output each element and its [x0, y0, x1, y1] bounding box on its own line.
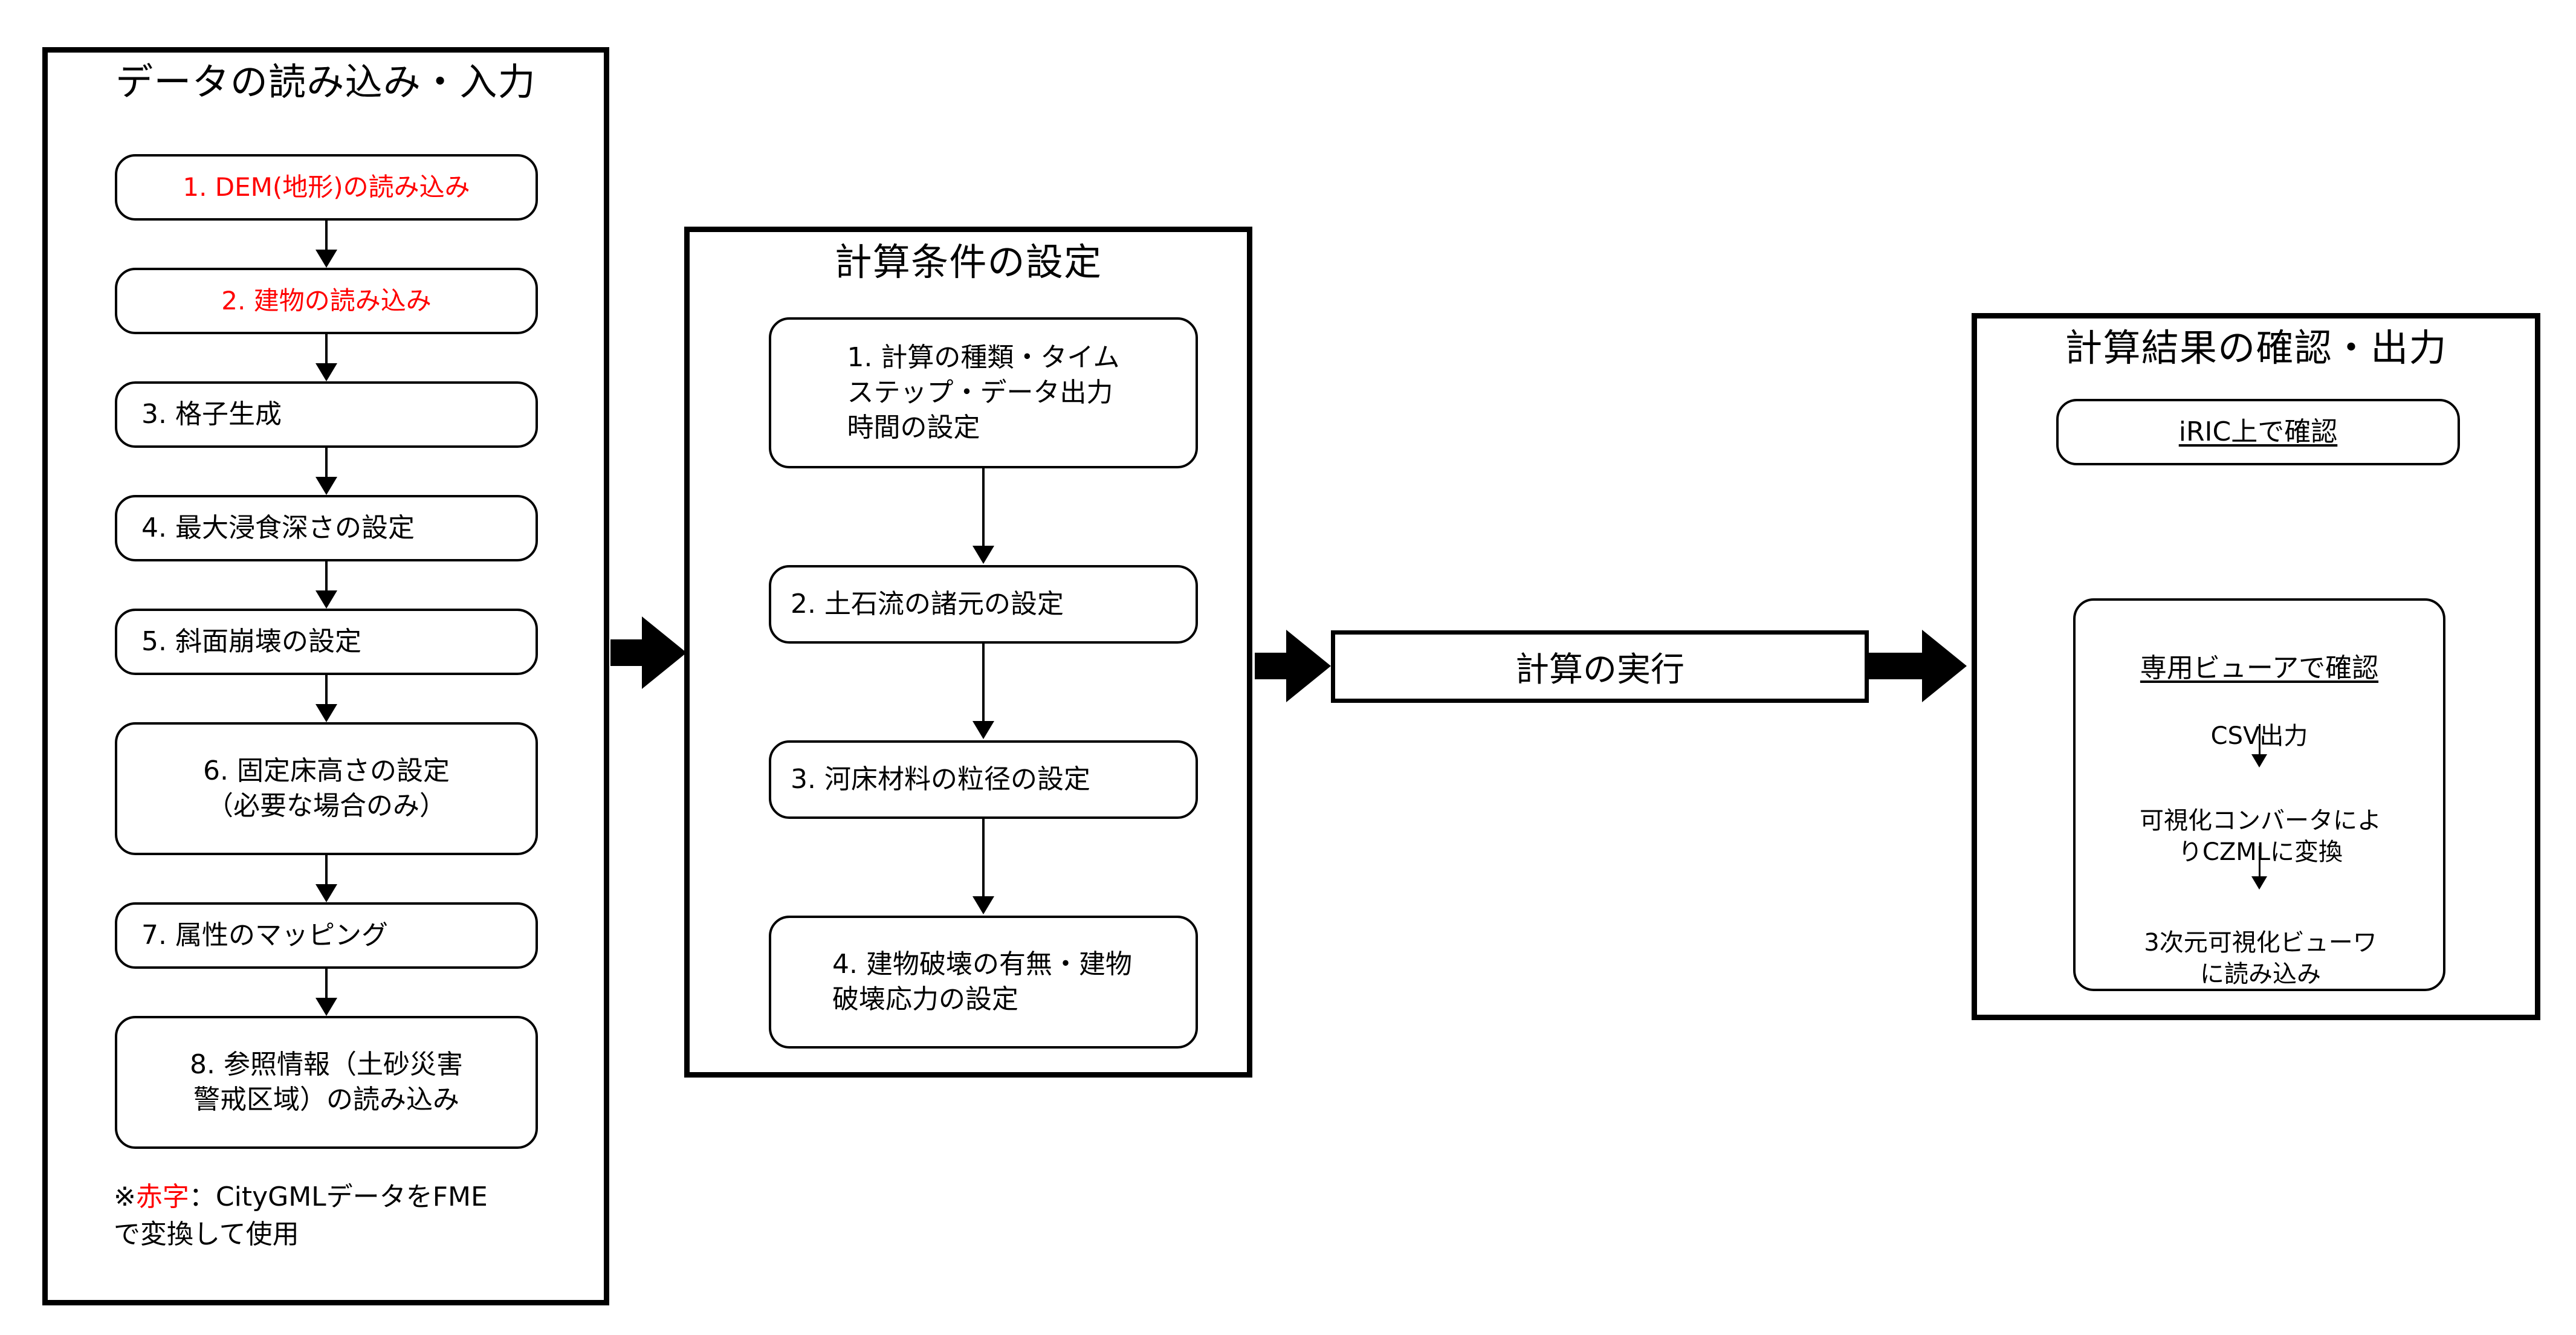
cond-box-bed-material-grain-size[interactable]: 3. 河床材料の粒径の設定 — [769, 740, 1198, 819]
cond-box-calc-type-timestep[interactable]: 1. 計算の種類・タイム ステップ・データ出力 時間の設定 — [769, 317, 1198, 468]
viewer-box-heading: 専用ビューアで確認 — [2140, 653, 2379, 684]
step-box-grid-generation[interactable]: 3. 格子生成 — [115, 381, 538, 448]
cond-box-debris-flow-params[interactable]: 2. 土石流の諸元の設定 — [769, 565, 1198, 644]
cond-box-bed-material-grain-size-label: 3. 河床材料の粒径の設定 — [791, 763, 1090, 795]
step-box-reference-info-label: 8. 参照情報（土砂災害 警戒区域）の読み込み — [190, 1049, 463, 1115]
result-box-check-in-iric-label: iRIC上で確認 — [2178, 416, 2338, 447]
cond-box-calc-type-timestep-label: 1. 計算の種類・タイム ステップ・データ出力 時間の設定 — [847, 341, 1120, 444]
viewer-step-czml-convert: 可視化コンバータによ りCZMLに変換 — [2055, 774, 2466, 868]
flow-arrow-conditions-to-run — [1255, 630, 1331, 702]
viewer-step-load-3d-viewer-label: 3次元可視化ビューワ に読み込み — [2144, 929, 2377, 988]
cond-box-building-destruction-label: 4. 建物破壊の有無・建物 破壊応力の設定 — [832, 948, 1132, 1015]
step-box-building-load[interactable]: 2. 建物の読み込み — [115, 268, 538, 334]
step-box-building-load-label: 2. 建物の読み込み — [221, 286, 432, 316]
step-box-grid-generation-label: 3. 格子生成 — [141, 398, 282, 430]
viewer-step-load-3d-viewer: 3次元可視化ビューワ に読み込み — [2055, 896, 2466, 990]
step-box-slope-failure[interactable]: 5. 斜面崩壊の設定 — [115, 609, 538, 675]
panel-results-output-title: 計算結果の確認・出力 — [2065, 326, 2447, 370]
run-calculation-label: 計算の実行 — [1515, 650, 1684, 690]
cond-box-debris-flow-params-label: 2. 土石流の諸元の設定 — [791, 588, 1064, 619]
viewer-box-heading-wrap: 専用ビューアで確認 — [2073, 616, 2445, 685]
footnote-rest: ：CityGMLデータをFME で変換して使用 — [114, 1181, 488, 1250]
step-box-attribute-mapping-label: 7. 属性のマッピング — [141, 919, 388, 951]
flow-arrow-run-to-results — [1869, 630, 1967, 702]
footnote-red-text-note: ※赤字：CityGMLデータをFME で変換して使用 — [114, 1178, 597, 1253]
step-box-max-erosion-depth-label: 4. 最大浸食深さの設定 — [141, 512, 415, 543]
step-box-dem-load[interactable]: 1. DEM(地形)の読み込み — [115, 154, 538, 221]
step-box-dem-load-label: 1. DEM(地形)の読み込み — [183, 172, 470, 202]
step-box-fixed-bed-height[interactable]: 6. 固定床高さの設定 （必要な場合のみ） — [115, 722, 538, 855]
footnote-red-term: 赤字 — [135, 1181, 189, 1212]
result-box-dedicated-viewer[interactable] — [2073, 598, 2445, 991]
result-box-check-in-iric[interactable]: iRIC上で確認 — [2056, 399, 2460, 465]
step-box-fixed-bed-height-label: 6. 固定床高さの設定 （必要な場合のみ） — [203, 755, 450, 821]
panel-data-input-title: データの読み込み・入力 — [115, 60, 536, 104]
step-box-max-erosion-depth[interactable]: 4. 最大浸食深さの設定 — [115, 495, 538, 561]
step-box-attribute-mapping[interactable]: 7. 属性のマッピング — [115, 902, 538, 969]
panel-calc-conditions-title: 計算条件の設定 — [834, 240, 1102, 284]
footnote-prefix: ※ — [114, 1181, 136, 1212]
cond-box-building-destruction[interactable]: 4. 建物破壊の有無・建物 破壊応力の設定 — [769, 916, 1198, 1049]
run-calculation-box[interactable]: 計算の実行 — [1331, 630, 1869, 703]
step-box-reference-info[interactable]: 8. 参照情報（土砂災害 警戒区域）の読み込み — [115, 1016, 538, 1149]
step-box-slope-failure-label: 5. 斜面崩壊の設定 — [141, 625, 361, 657]
viewer-step-czml-convert-label: 可視化コンバータによ りCZMLに変換 — [2140, 807, 2381, 866]
flow-arrow-input-to-conditions — [610, 616, 687, 689]
